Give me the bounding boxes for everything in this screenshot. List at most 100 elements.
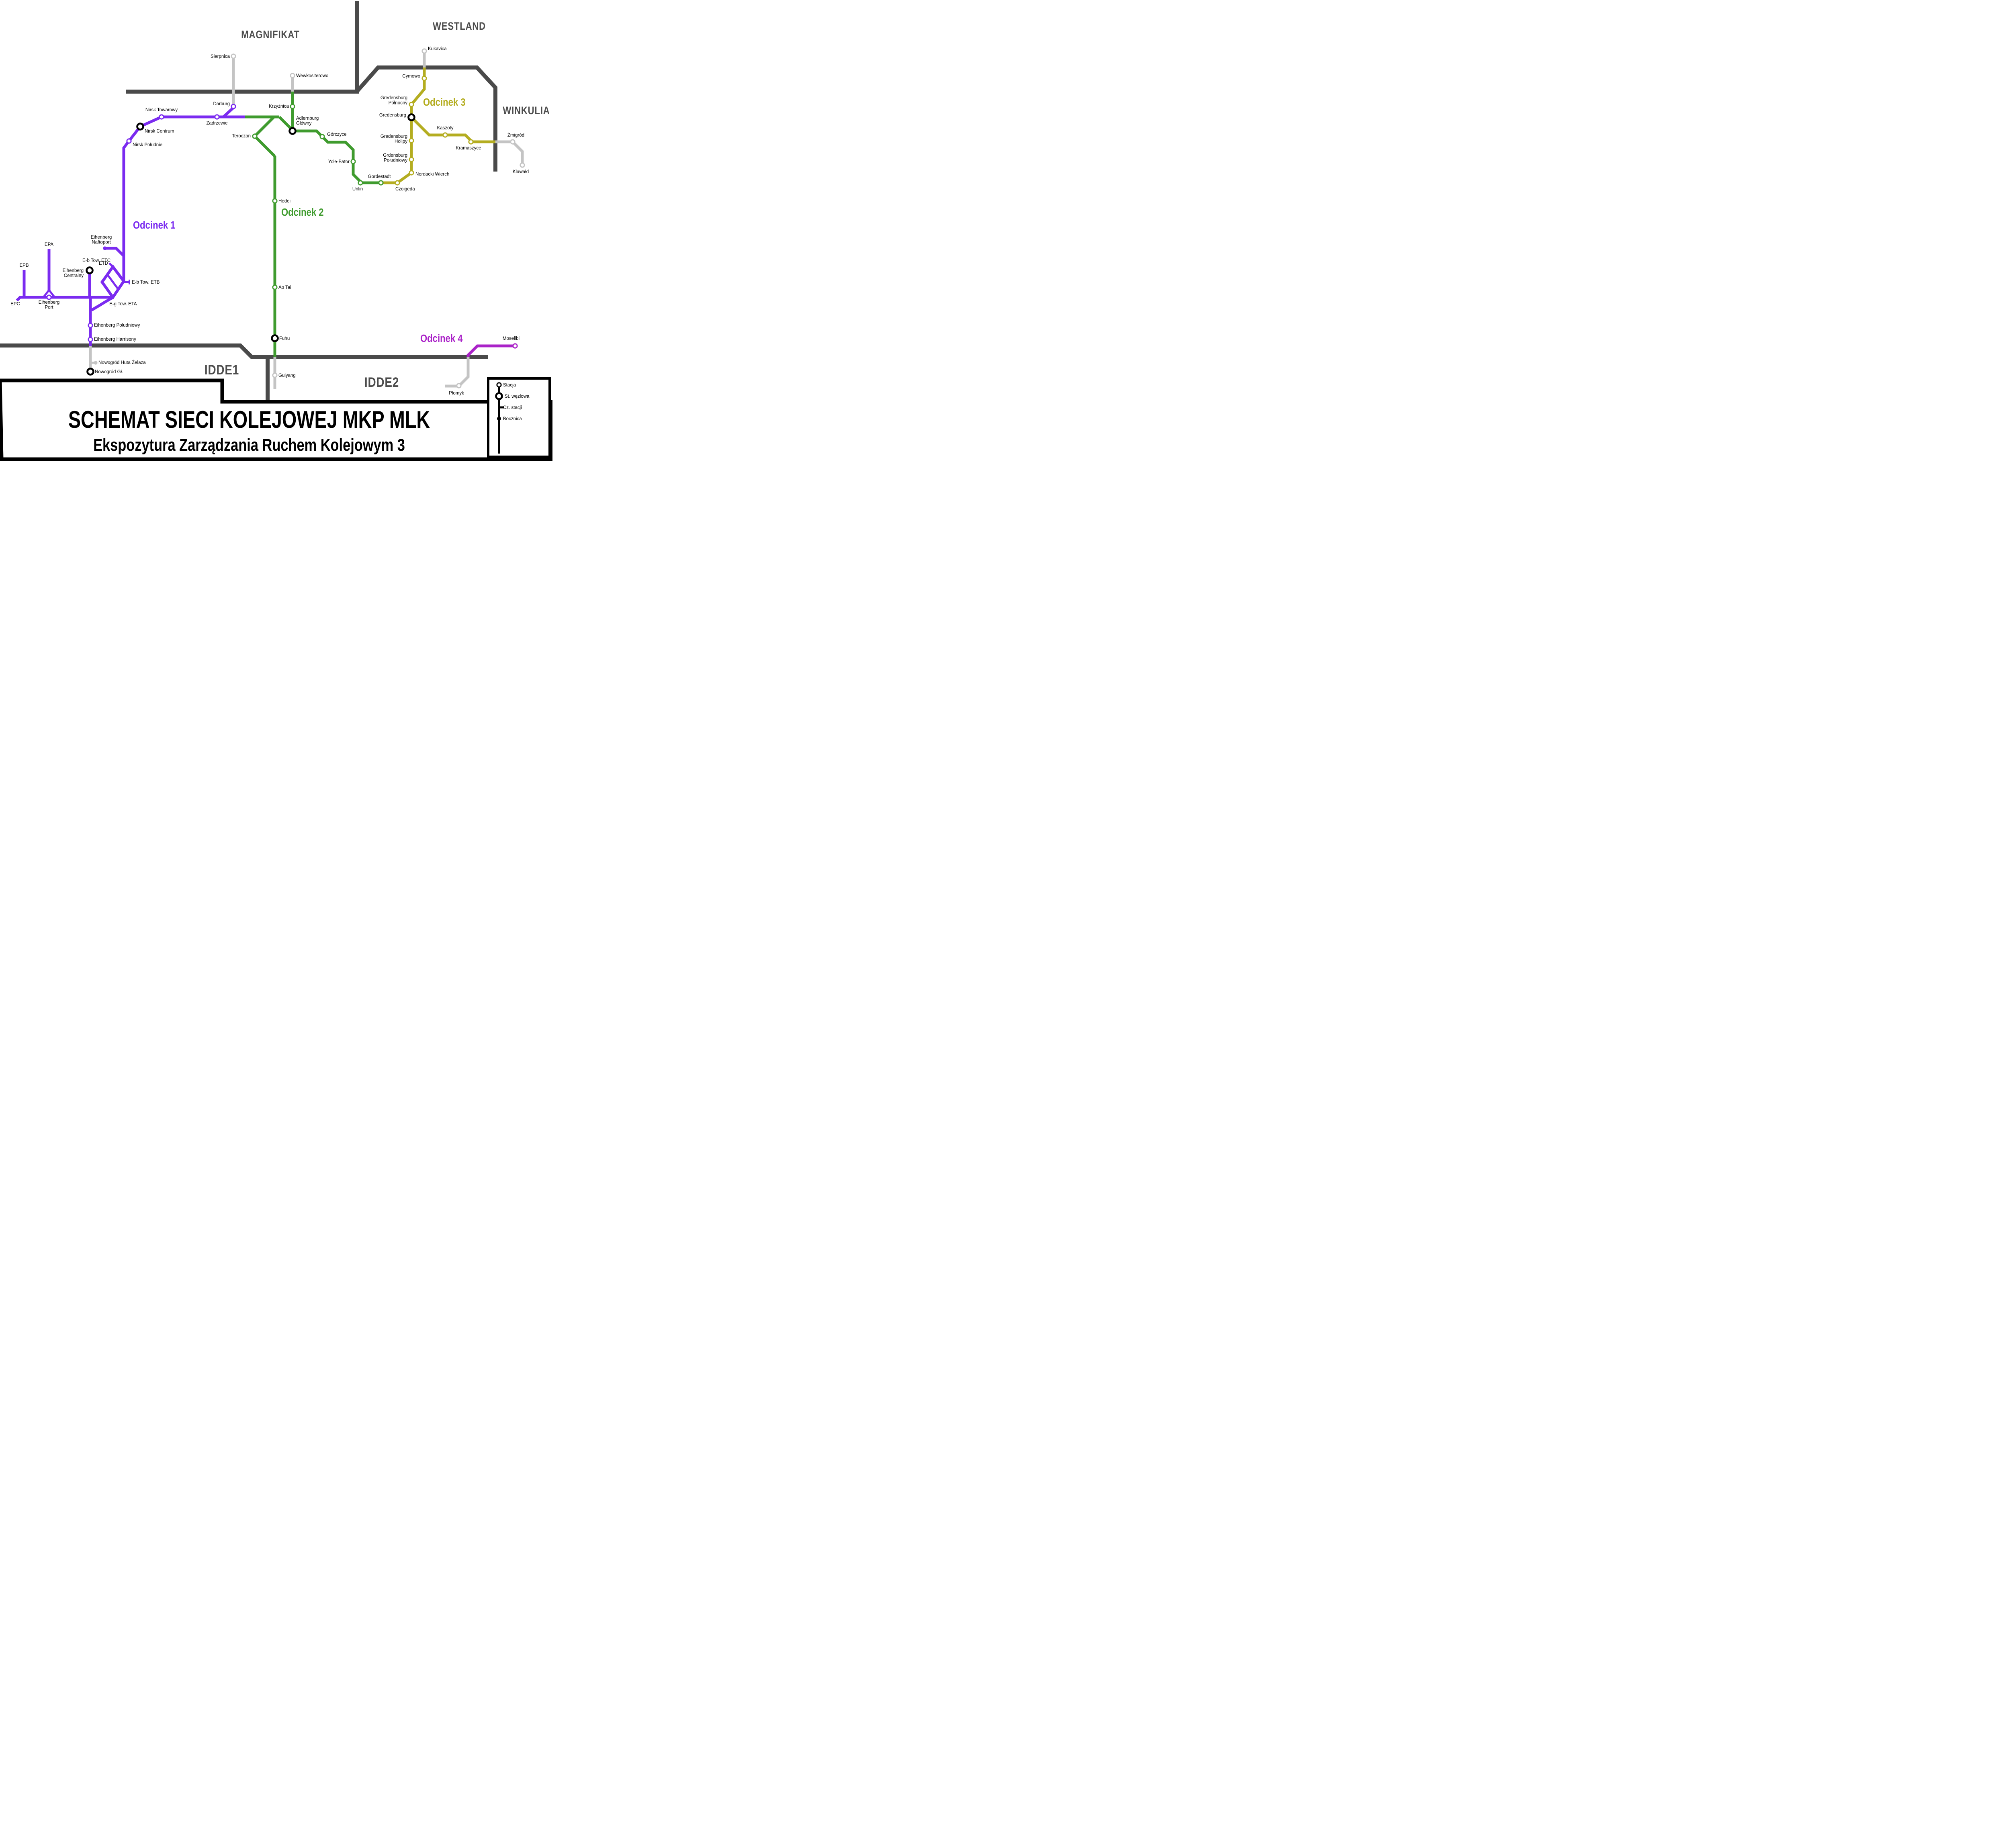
station-label-sierpnica: Sierpnica xyxy=(211,54,230,59)
segment-diamond-hatch xyxy=(106,274,120,290)
station-label-nirsk-centrum: Nirsk Centrum xyxy=(145,129,174,134)
line-label-odcinek1: Odcinek 1 xyxy=(133,219,176,231)
station-ao-tai xyxy=(272,284,278,290)
station-label-nowogrod-huta-zelaza: Nowogród Huta Żelaza xyxy=(98,360,146,365)
network-map-canvas: SCHEMAT SIECI KOLEJOWEJ MKP MLKEkspozytu… xyxy=(0,0,552,462)
legend-label-station: Stacja xyxy=(503,383,516,388)
station-label-eihenberg-harrisony: Eihenberg Harrisony xyxy=(94,337,136,342)
junction-station-eihenberg-centralny xyxy=(86,266,94,274)
station-label-guiyang: Guiyang xyxy=(278,373,296,378)
station-label-eb-tow-etc: E-b Tow. ETC xyxy=(82,258,110,263)
station-yole-bator xyxy=(350,159,356,164)
legend-label-junction: St. węzłowa xyxy=(505,394,530,399)
station-nordacki-wierch xyxy=(409,170,414,176)
region-label-westland: WESTLAND xyxy=(433,20,486,33)
station-hedei xyxy=(272,198,278,204)
station-label-unlin: Unlin xyxy=(352,187,363,192)
station-nirsk-poludnie xyxy=(126,138,132,144)
segment-plomyk-gray xyxy=(459,357,470,386)
segment-etd-stub xyxy=(108,262,114,268)
station-mosellbi xyxy=(512,343,518,349)
legend-symbol-junction xyxy=(495,392,503,400)
junction-station-nowogrod-gl xyxy=(86,368,94,376)
segment-naftoport-branch xyxy=(105,247,125,257)
station-label-gordestadt: Gordestadt xyxy=(368,174,391,179)
station-label-etd: ETD xyxy=(99,261,108,266)
station-label-teroczan: Teroczan xyxy=(232,134,251,139)
station-cymowo xyxy=(421,76,427,81)
station-unlin xyxy=(358,180,363,186)
line-label-odcinek3: Odcinek 3 xyxy=(423,96,466,108)
station-gordestadt xyxy=(378,180,384,186)
station-kramaszyce xyxy=(468,139,474,145)
station-label-epc-end: EPC xyxy=(10,302,20,307)
segment-zmigrod-klawald xyxy=(513,142,524,164)
station-label-zadrzewie: Zadrzewie xyxy=(206,121,227,126)
junction-station-nirsk-centrum xyxy=(136,123,144,131)
station-gredensburg-polnocny xyxy=(409,102,414,107)
station-zmigrod xyxy=(510,139,516,145)
line-label-odcinek2: Odcinek 2 xyxy=(281,206,324,218)
station-gorczyce xyxy=(319,134,325,139)
station-label-yole-bator: Yole-Bator xyxy=(328,159,350,164)
station-label-nordacki-wierch: Nordacki Wierch xyxy=(415,172,449,177)
legend-symbol-station xyxy=(496,382,502,388)
segment-eta-diagonal xyxy=(91,296,114,311)
station-label-nirsk-towarowy: Nirsk Towarowy xyxy=(145,108,178,112)
station-plomyk xyxy=(456,383,462,388)
station-eihenberg-poludniowy xyxy=(88,323,93,328)
station-label-cymowo: Cymowo xyxy=(402,74,420,79)
station-label-epb-end: EPB xyxy=(19,263,29,268)
station-label-eb-tow-etb: E-b Tow. ETB xyxy=(132,280,160,285)
station-label-mosellbi: Mosellbi xyxy=(503,336,520,341)
station-zadrzewie xyxy=(214,114,220,120)
station-eihenberg-harrisony xyxy=(88,337,93,342)
station-label-nirsk-poludnie: Nirsk Południe xyxy=(133,143,162,147)
legend-label-siding: Bocznica xyxy=(503,417,522,421)
station-sierpnica xyxy=(231,53,236,59)
station-label-czoigeda: Czoigeda xyxy=(395,187,415,192)
station-label-kukavica: Kukavica xyxy=(428,47,447,51)
station-guiyang xyxy=(272,372,278,378)
siding-eihenberg-naftoport xyxy=(103,246,107,250)
segment-cymowo-diagonal xyxy=(410,67,426,106)
legend-symbol-siding xyxy=(497,417,501,421)
station-wewkositerowo xyxy=(290,73,295,78)
station-label-hedei: Hedei xyxy=(278,199,291,204)
border-westland xyxy=(355,65,497,172)
junction-station-fuhu xyxy=(271,334,279,342)
line-label-odcinek4: Odcinek 4 xyxy=(420,333,463,344)
station-gredensburg-holipy xyxy=(409,138,414,143)
station-label-darburg: Darburg xyxy=(213,102,230,106)
station-label-zmigrod: Żmigród xyxy=(507,133,524,138)
station-label-wewkositerowo: Wewkositerowo xyxy=(296,74,328,78)
station-czoigeda xyxy=(395,180,400,186)
station-kaszoty xyxy=(442,132,448,138)
region-label-magnifikat: MAGNIFIKAT xyxy=(241,29,299,41)
border-idde xyxy=(0,343,488,359)
station-teroczan xyxy=(252,133,258,139)
siding-nowogrod-huta-zelaza xyxy=(94,361,98,365)
station-label-gredensburg: Gredensburg xyxy=(379,113,406,118)
station-krzyznica xyxy=(290,104,295,109)
station-label-epa-end: EPA xyxy=(45,242,53,247)
segment-czoigeda-diagonal xyxy=(396,172,413,184)
station-nirsk-towarowy xyxy=(159,114,164,120)
region-label-winkulia: WINKULIA xyxy=(503,105,550,117)
region-label-idde2: IDDE2 xyxy=(364,374,399,390)
segment-mosellbi-horizontal xyxy=(466,344,514,357)
station-label-eg-tow-eta: E-g Tow. ETA xyxy=(109,302,137,307)
station-label-kaszoty: Kaszoty xyxy=(437,126,454,131)
station-label-ao-tai: Ao Tai xyxy=(278,285,291,290)
region-label-idde1: IDDE1 xyxy=(205,362,239,377)
station-label-klawald: Klawałd xyxy=(513,170,529,174)
station-kukavica xyxy=(421,48,427,54)
station-darburg xyxy=(231,104,236,109)
